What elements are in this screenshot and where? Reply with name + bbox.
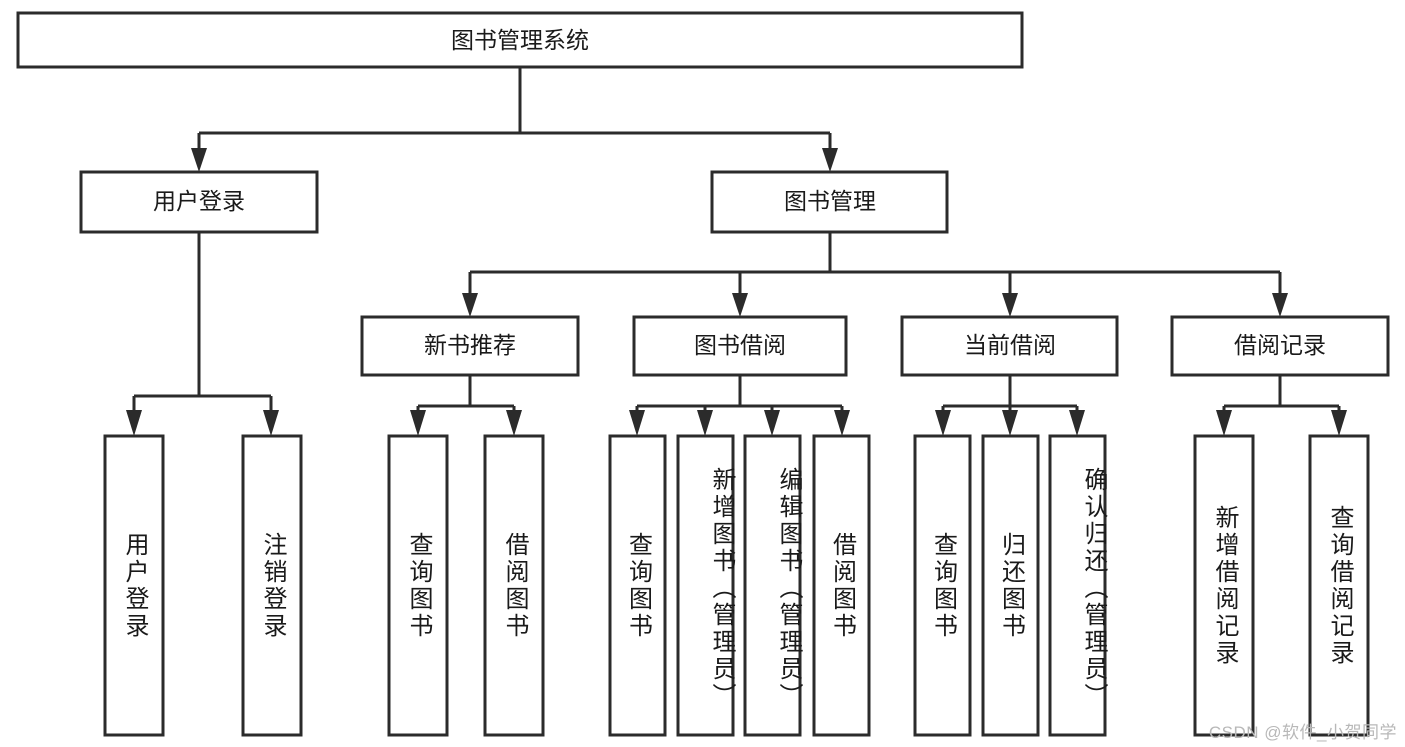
leaf-label-current-borrow-1: 归还图书 bbox=[997, 531, 1025, 640]
leaf-box-current-borrow-0[interactable] bbox=[913, 434, 972, 737]
arrow-head-leaf-book-borrow-0 bbox=[629, 410, 645, 436]
leaf-box-user-login-0[interactable] bbox=[103, 434, 165, 737]
connector-group-book-borrow bbox=[629, 375, 850, 436]
node-book-manage-box[interactable] bbox=[710, 170, 949, 234]
node-current-borrow-box[interactable] bbox=[900, 315, 1119, 377]
arrow-head-l3-0 bbox=[462, 293, 478, 317]
leaf-box-book-borrow-0[interactable] bbox=[608, 434, 667, 737]
node-root-label: 图书管理系统 bbox=[451, 27, 589, 53]
leaf-box-book-borrow-1[interactable] bbox=[676, 434, 735, 737]
connector-group-current-borrow bbox=[935, 375, 1085, 436]
arrow-head-leaf-new-book-1 bbox=[506, 410, 522, 436]
arrow-head-leaf-current-borrow-2 bbox=[1069, 410, 1085, 436]
arrow-head-user-login bbox=[191, 148, 207, 172]
leaf-label-current-borrow-0: 查询图书 bbox=[929, 531, 957, 640]
leaf-label-user-login-0: 用户登录 bbox=[121, 531, 148, 640]
leaf-label-book-borrow-3: 借阅图书 bbox=[828, 531, 856, 640]
leaf-label-book-borrow-0: 查询图书 bbox=[624, 531, 652, 640]
leaf-box-book-borrow-2[interactable] bbox=[743, 434, 802, 737]
node-borrow-record-label: 借阅记录 bbox=[1234, 332, 1326, 358]
leaf-label-new-book-0: 查询图书 bbox=[405, 531, 432, 640]
leaf-box-borrow-record-0[interactable] bbox=[1193, 434, 1255, 737]
csdn-watermark: CSDN @软件_小贺同学 bbox=[1208, 723, 1397, 742]
leaf-box-user-login-1[interactable] bbox=[241, 434, 303, 737]
arrow-head-leaf-borrow-record-1 bbox=[1331, 410, 1347, 436]
node-user-login-box[interactable] bbox=[79, 170, 319, 234]
arrow-head-leaf-current-borrow-0 bbox=[935, 410, 951, 436]
arrow-head-leaf-borrow-record-0 bbox=[1216, 410, 1232, 436]
connector-group-new-book bbox=[410, 375, 522, 436]
arrow-head-l3-2 bbox=[1002, 293, 1018, 317]
arrow-head-leaf-current-borrow-1 bbox=[1002, 410, 1018, 436]
node-root-box[interactable] bbox=[16, 11, 1024, 69]
node-current-borrow-label: 当前借阅 bbox=[964, 332, 1056, 358]
node-book-borrow-box[interactable] bbox=[632, 315, 848, 377]
node-user-login-label: 用户登录 bbox=[153, 188, 245, 214]
arrow-head-leaf-user-login-1 bbox=[263, 410, 279, 436]
arrow-head-leaf-book-borrow-1 bbox=[697, 410, 713, 436]
node-new-book-box[interactable] bbox=[360, 315, 580, 377]
arrow-head-l3-1 bbox=[732, 293, 748, 317]
node-book-borrow-label: 图书借阅 bbox=[694, 332, 786, 358]
leaf-box-new-book-1[interactable] bbox=[483, 434, 545, 737]
leaf-label-new-book-1: 借阅图书 bbox=[501, 531, 528, 640]
leaf-label-user-login-1: 注销登录 bbox=[259, 531, 286, 640]
leaf-box-new-book-0[interactable] bbox=[387, 434, 449, 737]
leaf-label-current-borrow-2: 确认归还（管理员） bbox=[1080, 467, 1107, 710]
leaf-label-borrow-record-0: 新增借阅记录 bbox=[1211, 504, 1238, 667]
arrow-head-leaf-book-borrow-2 bbox=[764, 410, 780, 436]
arrow-head-leaf-user-login-0 bbox=[126, 410, 142, 436]
leaf-label-book-borrow-2: 编辑图书（管理员） bbox=[775, 467, 802, 710]
arrow-head-leaf-new-book-0 bbox=[410, 410, 426, 436]
leaf-box-book-borrow-3[interactable] bbox=[812, 434, 871, 737]
connector-group-root bbox=[191, 67, 838, 172]
leaf-label-borrow-record-1: 查询借阅记录 bbox=[1326, 504, 1353, 667]
arrow-head-l3-3 bbox=[1272, 293, 1288, 317]
leaf-label-book-borrow-1: 新增图书（管理员） bbox=[708, 467, 735, 710]
connector-group-user-login bbox=[126, 232, 279, 436]
arrow-head-book-manage bbox=[822, 148, 838, 172]
leaf-box-current-borrow-1[interactable] bbox=[981, 434, 1040, 737]
connector-group-borrow-record bbox=[1216, 375, 1347, 436]
leaf-box-current-borrow-2[interactable] bbox=[1048, 434, 1107, 737]
node-new-book-label: 新书推荐 bbox=[424, 332, 516, 358]
node-borrow-record-box[interactable] bbox=[1170, 315, 1390, 377]
leaf-box-borrow-record-1[interactable] bbox=[1308, 434, 1370, 737]
node-book-manage-label: 图书管理 bbox=[784, 188, 876, 214]
arrow-head-leaf-book-borrow-3 bbox=[834, 410, 850, 436]
connector-group-book-manage bbox=[462, 232, 1288, 317]
